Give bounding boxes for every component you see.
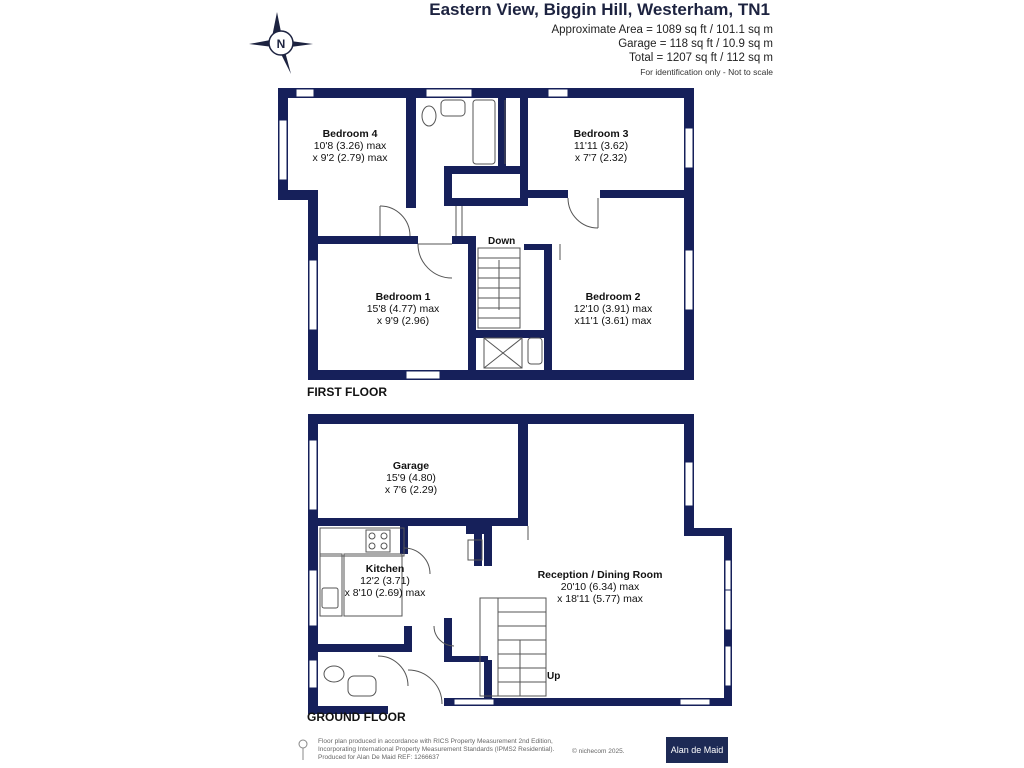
room-garage: Garage 15'9 (4.80) x 7'6 (2.29): [384, 460, 438, 496]
stairs-down-icon: [477, 247, 521, 329]
approximate-area: Approximate Area = 1089 sq ft / 101.1 sq…: [551, 24, 773, 36]
ground-floor-windows: [308, 439, 732, 706]
hand-basin-icon: [527, 337, 543, 365]
room-reception-dining: Reception / Dining Room 20'10 (6.34) max…: [537, 569, 663, 605]
ground-floor-label: GROUND FLOOR: [307, 710, 406, 724]
first-floor-label: FIRST FLOOR: [307, 385, 387, 399]
door-arc: [379, 205, 411, 237]
compass-letter: N: [277, 37, 286, 51]
room-bedroom-2: Bedroom 2 12'10 (3.91) max x11'1 (3.61) …: [573, 291, 653, 327]
footer-copyright: © nichecom 2025.: [572, 748, 625, 755]
wc-basin-icon: [347, 675, 377, 697]
total-area: Total = 1207 sq ft / 112 sq m: [629, 52, 773, 64]
basin-icon: [440, 99, 466, 117]
meter-cupboard: [467, 539, 483, 561]
first-floor-windows: [278, 88, 694, 380]
sink-icon: [321, 587, 339, 609]
toilet-icon: [323, 665, 345, 683]
footer-disclaimer: Floor plan produced in accordance with R…: [318, 738, 555, 761]
room-bedroom-1: Bedroom 1 15'8 (4.77) max x 9'9 (2.96): [366, 291, 440, 327]
toilet-icon: [421, 105, 437, 127]
room-bedroom-3: Bedroom 3 11'11 (3.62) x 7'7 (2.32): [573, 128, 629, 164]
bath-icon: [472, 99, 496, 165]
door-arc: [403, 547, 431, 575]
scale-note: For identification only - Not to scale: [640, 67, 773, 77]
room-kitchen: Kitchen 12'2 (3.71) x 8'10 (2.69) max: [344, 563, 426, 599]
brand-logo: Alan de Maid: [666, 737, 728, 763]
ground-floor-fixtures: [319, 526, 547, 705]
hob-icon: [365, 529, 391, 553]
plan-title: Eastern View, Biggin Hill, Westerham, TN…: [429, 0, 770, 19]
shower-icon: [483, 337, 523, 369]
stairs-up-label: Up: [547, 671, 561, 682]
stairs-down-label: Down: [488, 236, 516, 247]
room-bedroom-4: Bedroom 4 10'8 (3.26) max x 9'2 (2.79) m…: [312, 128, 388, 164]
compass-icon: N: [249, 12, 313, 74]
garage-area: Garage = 118 sq ft / 10.9 sq m: [618, 38, 773, 50]
worktop: [319, 527, 405, 557]
kitchen-island: [343, 553, 403, 617]
stairs-up-icon: [479, 597, 547, 697]
first-floor-fixtures: [379, 99, 599, 369]
